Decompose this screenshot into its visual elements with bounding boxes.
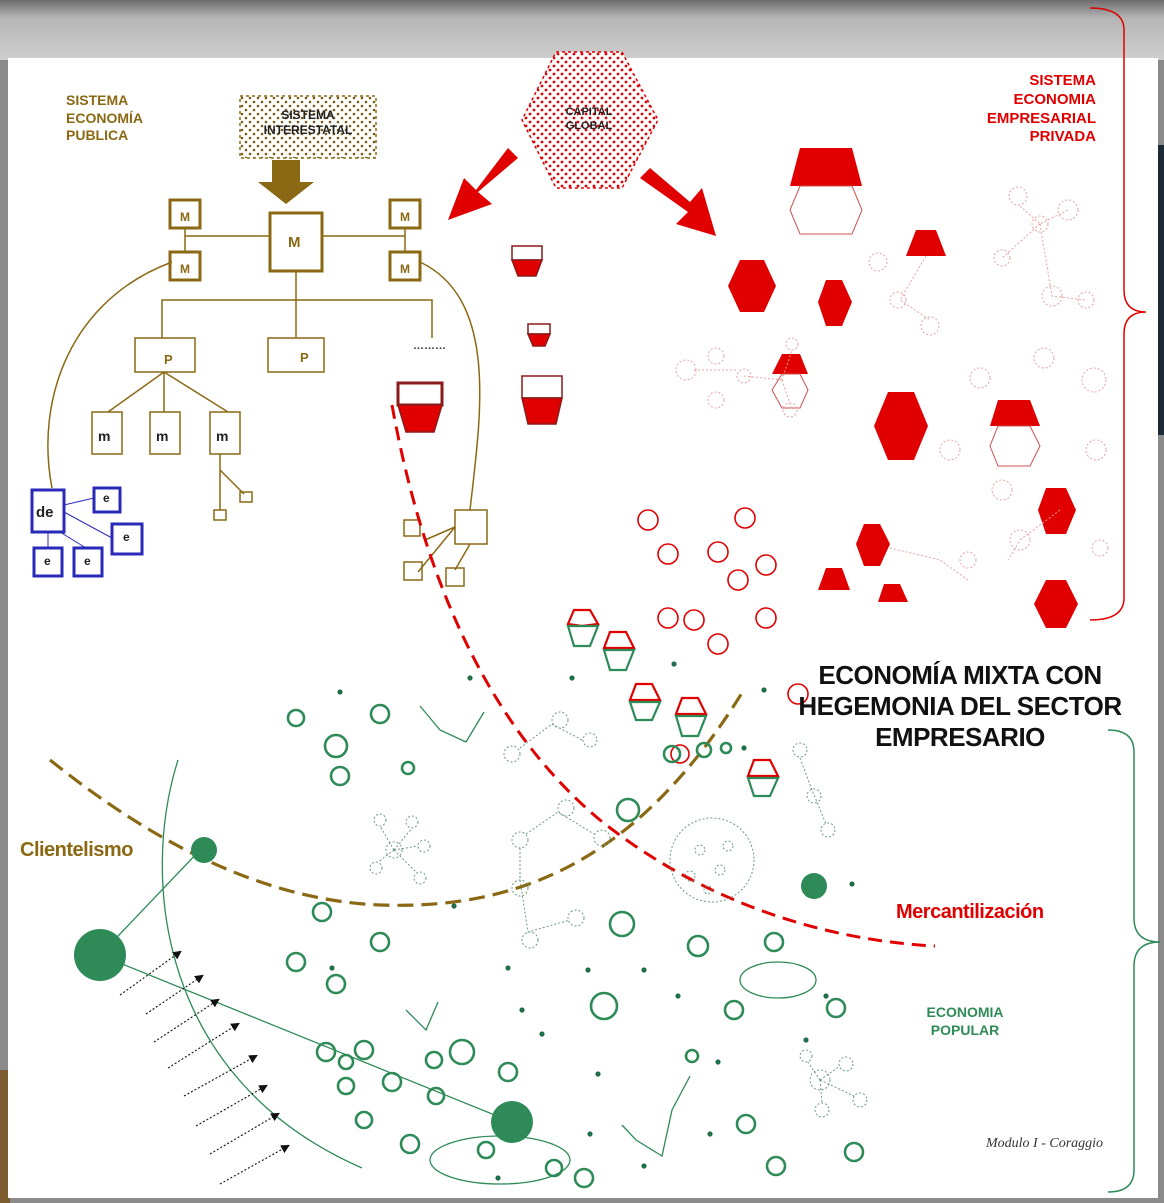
- slide-canvas: [8, 58, 1158, 1198]
- down-arrow: [258, 160, 314, 204]
- dotted-arrows: [119, 950, 290, 1185]
- label-mercantilizacion: Mercantilización: [896, 901, 1044, 923]
- box-e-4: e: [84, 554, 91, 568]
- transition-hexagons: [566, 608, 780, 798]
- main-title: ECONOMÍA MIXTA CON HEGEMONIA DEL SECTOR …: [798, 660, 1122, 753]
- box-m-2: m: [156, 428, 169, 444]
- box-de: de: [36, 504, 54, 521]
- box-M-small-4: M: [400, 262, 410, 276]
- top-bar: [0, 0, 1164, 60]
- mercantilizacion-curve: [390, 404, 936, 948]
- box-P-2: P: [300, 350, 309, 365]
- ellipsis-dots: ………: [413, 340, 446, 352]
- box-M-small-3: M: [400, 210, 410, 224]
- popular-rings: [285, 703, 865, 1189]
- label-sistema-interestatal: SISTEMA INTERESTATAL: [263, 108, 353, 137]
- box-e-1: e: [103, 491, 110, 505]
- popular-dots: [329, 661, 855, 1181]
- red-arrow-right: [640, 168, 716, 236]
- label-clientelismo: Clientelismo: [20, 839, 133, 861]
- label-sistema-privada: SISTEMA ECONOMIA EMPRESARIAL PRIVADA: [986, 72, 1096, 146]
- box-M-small-1: M: [180, 210, 190, 224]
- box-P-1: P: [164, 352, 173, 367]
- private-networks: [675, 186, 1109, 581]
- domestic-units: [30, 486, 144, 578]
- box-m-1: m: [98, 428, 111, 444]
- interestatal-box: [239, 95, 377, 159]
- clientelismo-curve: [49, 687, 747, 907]
- box-M-label: M: [288, 234, 301, 251]
- label-capital-global: CAPITAL GLOBAL: [565, 106, 613, 132]
- label-sistema-publica: SISTEMA ECONOMÍA PUBLICA: [66, 92, 143, 143]
- private-brace: [1089, 7, 1147, 621]
- capital-hexagon: [521, 51, 659, 189]
- photo-strip: [0, 1070, 10, 1203]
- footer-credit: Modulo I - Coraggio: [986, 1136, 1104, 1151]
- red-arrow-left: [448, 148, 518, 220]
- popular-brace: [1107, 729, 1161, 1193]
- box-M-small-2: M: [180, 262, 190, 276]
- label-economia-popular: ECONOMIA POPULAR: [926, 1004, 1004, 1038]
- red-octagons: [637, 507, 809, 764]
- box-e-3: e: [44, 554, 51, 568]
- popular-networks: [369, 711, 868, 1118]
- private-cups: [396, 245, 563, 433]
- box-e-2: e: [123, 530, 130, 544]
- box-m-3: m: [216, 428, 229, 444]
- private-hexagons: [728, 148, 1078, 628]
- public-system: [47, 95, 488, 587]
- popular-solid: [74, 837, 827, 1143]
